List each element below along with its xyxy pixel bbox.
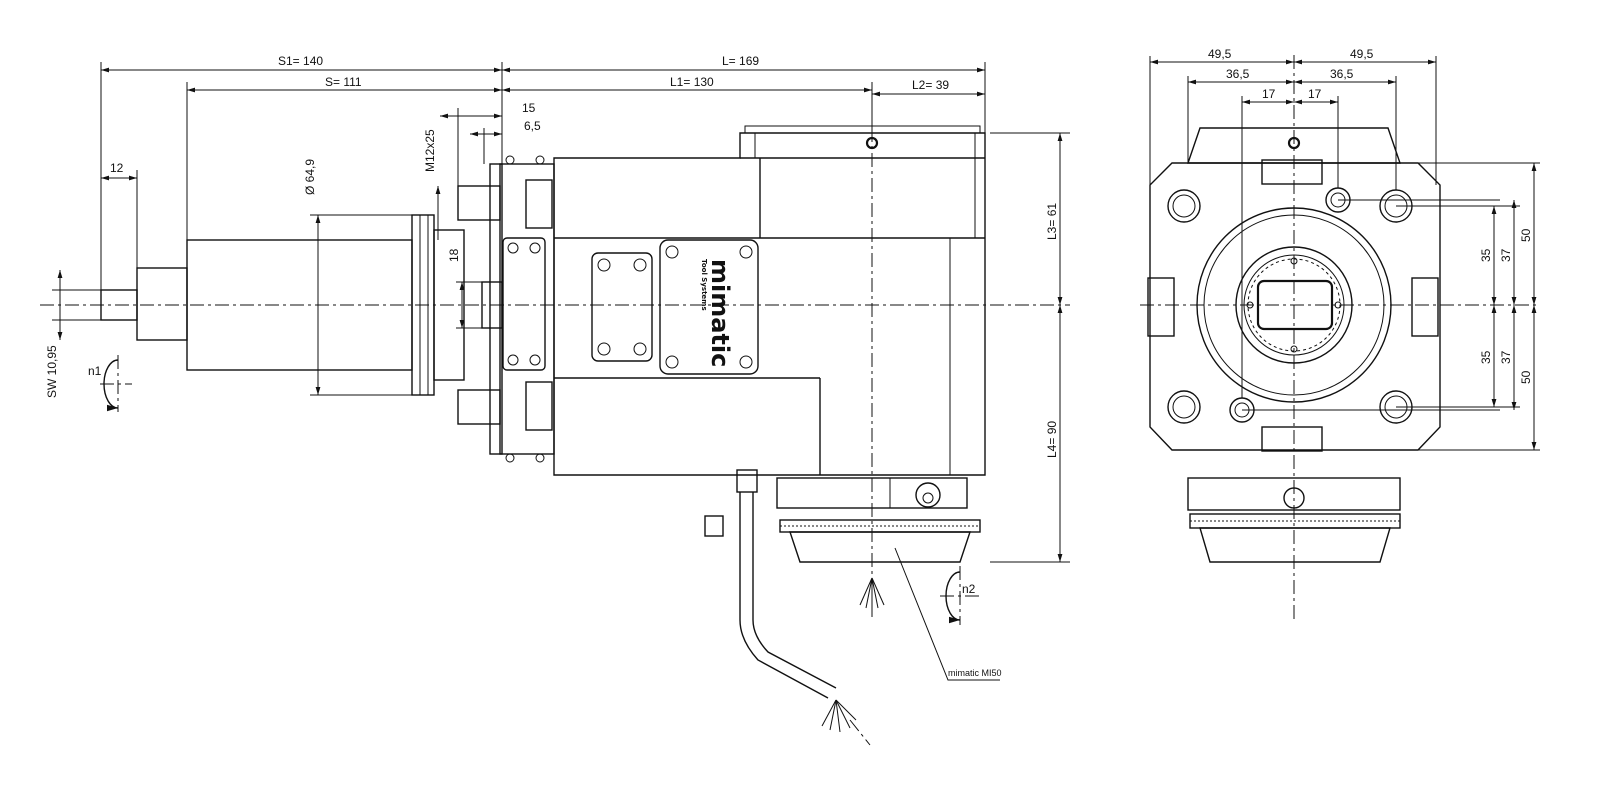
dim-sw-text: SW 10,95 [45,345,59,398]
dim-s-text: S= 111 [325,75,362,89]
brand-plate [659,239,759,375]
dim-fv-37-bottom-text: 37 [1499,350,1513,364]
front-view: 49,5 49,5 36,5 36,5 17 17 35 37 50 [1140,47,1540,620]
bolt-lower [457,389,501,425]
dim-fv-37-top-text: 37 [1499,248,1513,262]
label-n2: n2 [962,582,976,596]
spindle-mid-ring [1235,246,1353,364]
dim-fv-17-l-text: 17 [1262,87,1276,101]
dim-l2-text: L2= 39 [912,78,949,92]
dim-s1-text: S1= 140 [278,54,323,68]
dim-l1-text: L1= 130 [670,75,714,89]
dim-fv-36-5-l-text: 36,5 [1226,67,1250,81]
spray-hose [821,699,857,733]
hose-fitting [736,469,758,493]
coolant-hose [739,492,837,699]
bolt-upper [457,185,501,221]
main-housing [553,132,986,476]
dim-fv-50-bottom-text: 50 [1519,370,1533,384]
dim-12-text: 12 [110,161,124,175]
hose-cap [704,515,724,537]
hole-bl [1167,390,1201,424]
dim-fv-49-5-r-text: 49,5 [1350,47,1374,61]
spindle-outer-ring [1196,207,1392,403]
dim-fv-35-top-text: 35 [1479,248,1493,262]
small-plate [591,252,653,362]
callout-leader [894,547,1000,681]
dim-dia-text: Ø 64,9 [303,159,317,195]
callout-text: mimatic MI50 [948,668,1002,678]
dim-fv-49-5-l-text: 49,5 [1208,47,1232,61]
front-dimensions: 49,5 49,5 36,5 36,5 17 17 35 37 50 [1149,47,1540,451]
side-dimensions: S1= 140 L= 169 S= 111 L1= 130 L2= 39 15 … [45,54,1070,563]
dim-15-text: 15 [522,101,536,115]
dim-fv-50-top-text: 50 [1519,228,1533,242]
brand-logo-text: mimatic [706,259,734,367]
front-lower-housing [1187,477,1401,511]
dim-fv-35-bottom-text: 35 [1479,350,1493,364]
side-plate [502,237,546,371]
output-bevel [789,531,971,563]
dim-18-text: 18 [447,248,461,262]
dim-fv-17-r-text: 17 [1308,87,1322,101]
label-n1: n1 [88,364,102,378]
side-view: mimatic Tool Systems mimatic MI50 [40,54,1070,746]
dim-l4-text: L4= 90 [1045,421,1059,458]
spray-output [859,577,885,610]
dim-fv-36-5-r-text: 36,5 [1330,67,1354,81]
dim-l-text: L= 169 [722,54,759,68]
brand-subtitle: Tool Systems [700,259,708,311]
flange-plate [499,163,555,455]
dim-6-5-text: 6,5 [524,119,541,133]
hole-tl [1167,189,1201,223]
dim-m12-text: M12x25 [423,129,437,172]
drive-slot [1256,279,1334,331]
dim-l3-text: L3= 61 [1045,203,1059,240]
shaft-step [136,267,188,341]
